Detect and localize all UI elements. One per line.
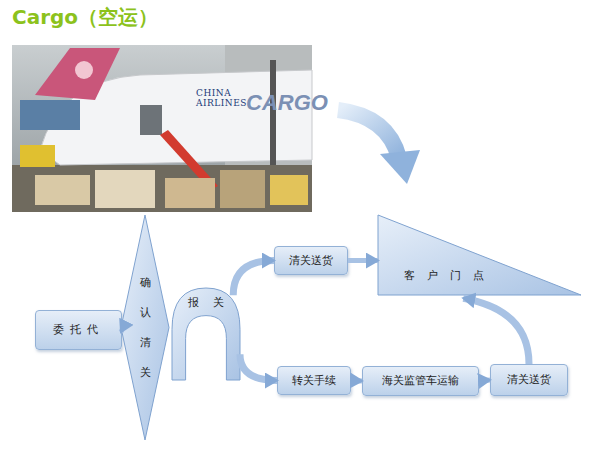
plane-lettering: CARGO bbox=[246, 90, 316, 116]
shape-outline bbox=[378, 215, 581, 295]
flow-arrow bbox=[233, 261, 274, 296]
process-box: 转关手续 bbox=[277, 366, 351, 395]
cargo-photo bbox=[12, 45, 312, 212]
decision-diamond: 确认清关 bbox=[121, 215, 169, 440]
flow-arrow bbox=[463, 298, 529, 364]
node-text: 委托代 bbox=[53, 323, 104, 337]
flow-arrow bbox=[348, 258, 378, 263]
node-text: 清关送货 bbox=[507, 373, 551, 387]
node-text: 转关手续 bbox=[292, 374, 336, 388]
flow-arrow bbox=[121, 330, 122, 332]
flow-arrow bbox=[351, 378, 362, 384]
shape-outline bbox=[121, 215, 169, 440]
flow-arrow bbox=[240, 354, 277, 380]
arch-shape: 报关 bbox=[172, 288, 240, 380]
process-box: 海关监管车运输 bbox=[362, 366, 479, 396]
process-box: 清关送货 bbox=[490, 364, 568, 396]
node-text: 海关监管车运输 bbox=[382, 374, 459, 388]
decorative-arrow bbox=[338, 110, 420, 184]
process-box: 委托代 bbox=[35, 310, 122, 350]
node-text: 清关送货 bbox=[289, 254, 333, 268]
flow-arrow bbox=[479, 380, 490, 381]
triangle-shape: 客户门点 bbox=[378, 215, 581, 295]
title: Cargo（空运） bbox=[12, 4, 158, 31]
node-text: 报关 bbox=[188, 296, 238, 310]
shape-path bbox=[172, 288, 240, 380]
shape-path bbox=[121, 215, 169, 440]
node-text: 确认清关 bbox=[139, 268, 152, 388]
node-text: 客户门点 bbox=[404, 269, 496, 283]
shape-path bbox=[378, 215, 581, 295]
process-box: 清关送货 bbox=[274, 246, 348, 275]
